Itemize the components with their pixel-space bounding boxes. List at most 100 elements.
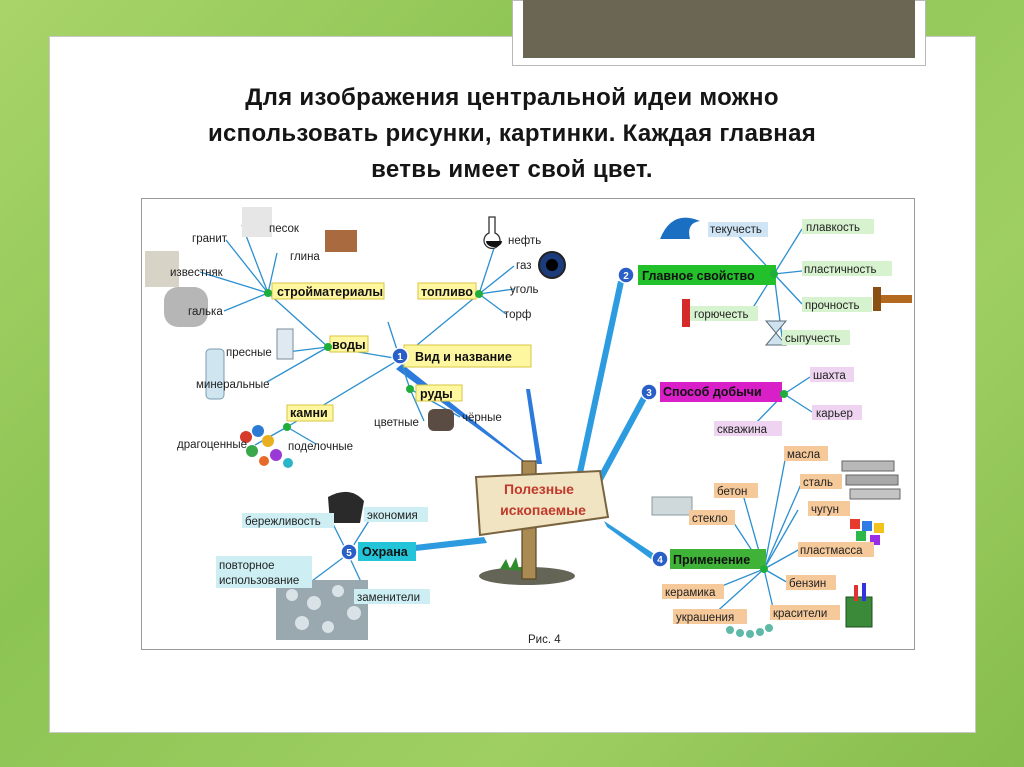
branch2-node [770,270,778,278]
vody-node [324,343,332,351]
branch4-item-plastic: пластмасса [800,545,863,557]
vody-cluster: воды пресные минеральные [196,328,369,400]
branch-line-4 [604,521,659,562]
item-fluidity-box [708,222,768,237]
stroy-item-clay: глина [290,251,320,263]
branch4-hub [670,549,766,569]
branch5-item-economy: экономия [367,510,418,522]
match-image [682,299,690,327]
faucet-image [276,328,294,360]
sand-image [242,207,272,237]
branch4-item-ceramics: керамика [665,587,716,599]
branch4-number: 4 [657,555,663,566]
branch4-title: Применение [673,553,750,567]
ore-image [428,409,454,431]
branch2-title: Главное свойство [642,269,755,283]
flask-icon [483,216,501,249]
branch4-item-cast-iron: чугун [811,504,839,516]
stroy-item-limestone: известняк [170,267,224,279]
kamni-item-ornamental: поделочные [288,441,353,453]
hammer-image [876,295,912,303]
heading-line-1: Для изображения центральной идеи можно [245,84,779,111]
plastic-pieces-image [850,519,884,545]
branch4-item-glass: стекло [692,513,728,525]
wave-image [660,217,700,239]
rudy-title: руды [420,387,453,401]
toplivo-item-gas: газ [516,260,531,272]
branch3-hub [660,382,782,402]
kamni-hub-box [286,404,334,422]
toplivo-title: топливо [421,285,473,299]
bead-necklace-image [726,624,773,638]
figure-caption: Рис. 4 [528,634,561,646]
center-label-line-1: Полезные [504,481,574,497]
branch3-number-badge [640,383,658,401]
bottle-image [205,348,225,400]
branch5-item-reuse-line2: использование [219,575,299,587]
rudy-cluster: руды цветные чёрные [374,384,502,431]
toplivo-item-coal: уголь [510,284,539,296]
branch1-title: Вид и название [415,350,512,364]
item-plasticity-box [802,261,892,276]
branch1-number: 1 [397,352,403,363]
branch3-node [780,390,788,398]
branch-line-2 [575,281,624,487]
item-oils-box [784,446,828,461]
item-flammability-box [690,306,758,321]
stroy-hub-box [271,282,385,300]
toplivo-hub-box [417,282,477,300]
branch5-item-substitutes: заменители [357,592,420,604]
rudy-node [406,385,414,393]
branch2-item-looseness: сыпучесть [785,333,840,345]
item-glass-box [689,510,735,525]
branch4-item-jewelry: украшения [676,612,734,624]
heading-line-3: ветвь имеет свой цвет. [371,156,653,183]
branch-line-3 [590,395,648,495]
item-economy-box [364,507,428,522]
toplivo-cluster: топливо нефть газ уголь торф [417,216,566,321]
item-petrol-box [786,575,836,590]
branch2-item-strength: прочность [805,300,860,312]
branch5-number: 5 [346,548,352,559]
pebbles-image [164,287,208,327]
branch3-number: 3 [646,388,652,399]
vody-item-mineral: минеральные [196,379,270,391]
toplivo-item-peat: торф [504,309,531,321]
branch2-item-flammability: горючесть [694,309,749,321]
branch2-hub [638,265,776,285]
item-well-box [714,421,782,436]
branch2-number-badge [617,266,635,284]
branch3-item-well: скважина [717,424,768,436]
item-fusibility-box [802,219,874,234]
item-strength-box [802,297,872,312]
branch2-number: 2 [623,271,629,282]
branch5-hub [358,542,416,561]
slide-heading: Для изображения центральной идеи можно и… [100,80,924,188]
stroy-item-sand: песок [269,223,300,235]
branch4-node [760,565,768,573]
stroy-cluster: стройматериалы гранит песок глина извест… [145,207,385,327]
heading-line-2: использовать рисунки, картинки. Каждая г… [207,120,817,147]
vody-item-fresh: пресные [226,347,272,359]
branch4-item-dyes: красители [773,608,827,620]
stroy-node [264,289,272,297]
wallet-image [328,491,364,523]
item-ceramics-box [662,584,724,599]
item-steel-box [800,474,842,489]
branch2-item-fusibility: плавкость [806,222,860,234]
branch2-cluster: 2 Главное свойство текучесть плавкость п… [617,217,912,346]
branch1-hub: 1 Вид и название [391,344,532,368]
branch4-cluster: 4 Применение масла [651,446,901,638]
kamni-item-precious: драгоценные [177,439,247,451]
branch3-item-mine: шахта [813,370,846,382]
rudy-item-nonferrous: цветные [374,417,419,429]
rudy-item-ferrous: чёрные [462,412,502,424]
rudy-hub-box [415,384,463,402]
limestone-image [145,251,179,287]
center-signpost: Полезные ископаемые [474,460,610,585]
gems-image [240,425,293,468]
branch4-number-badge [651,550,669,568]
branch5-number-badge [340,543,358,561]
branch5-item-thrift: бережливость [245,516,321,528]
stroy-item-pebble: галька [188,306,223,318]
